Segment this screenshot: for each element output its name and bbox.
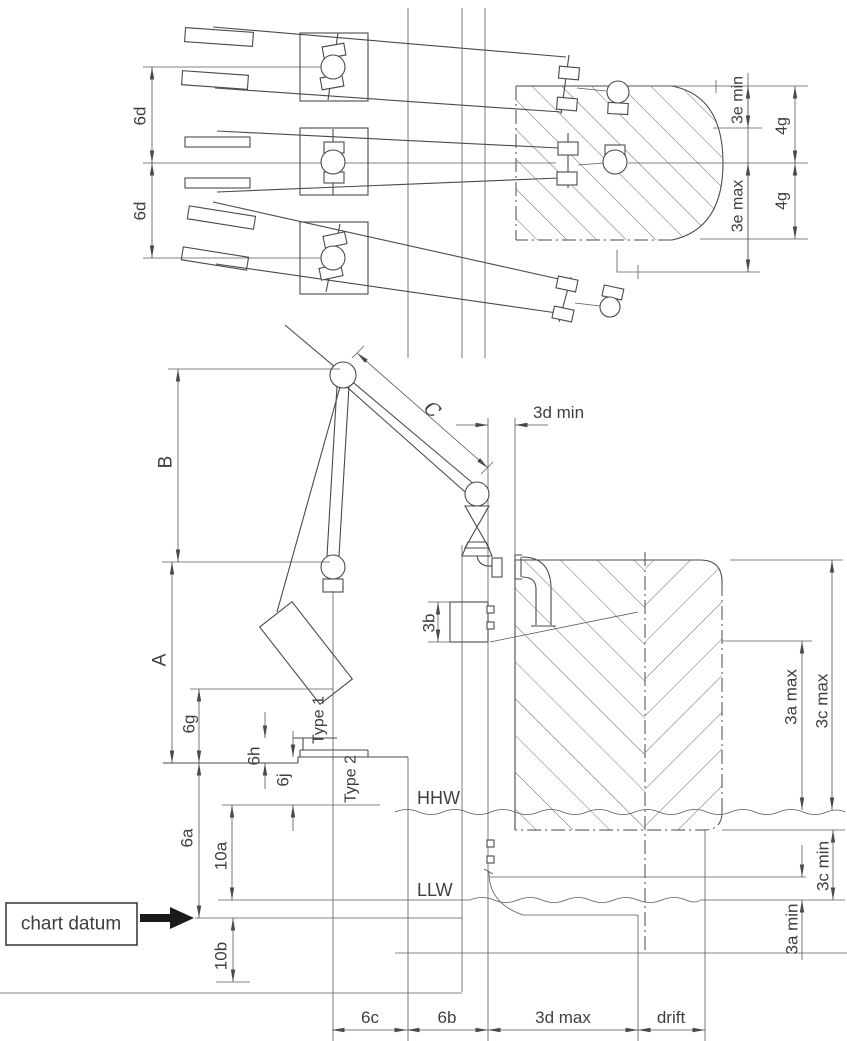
fender-block (449, 601, 489, 643)
llw-line (469, 897, 701, 903)
gap-dimensions: 3d min 3b (420, 403, 584, 643)
dim-6b-label: 6b (438, 1008, 457, 1027)
dim-6g-label: 6g (180, 715, 199, 734)
dim-6d-upper-label: 6d (131, 107, 150, 126)
water-levels: HHW LLW (0, 788, 847, 994)
dim-6d-lower-label: 6d (131, 202, 150, 221)
dim-C-label: C (419, 397, 445, 423)
bottom-dimension-chain: 6c 6b 3d max drift (332, 1008, 705, 1033)
loading-arm-plan-3 (143, 201, 760, 323)
right-dimensions: 3a max 3c max 3c min 3a min (722, 559, 845, 960)
dim-4g-upper-label: 4g (774, 117, 791, 135)
chart-datum-callout: chart datum (5, 902, 194, 946)
dim-3d-max-label: 3d max (535, 1008, 591, 1027)
dim-6h-label: 6h (245, 747, 264, 766)
chart-datum-arrow (140, 907, 194, 929)
dim-3a-max-label: 3a max (782, 669, 801, 725)
dim-3e-max-label: 3e max (730, 180, 747, 232)
light-draft-ship-outline (483, 868, 806, 916)
dim-3c-min-label: 3c min (814, 841, 833, 891)
dim-3b-label: 3b (420, 614, 439, 633)
dim-6j-label: 6j (274, 773, 293, 786)
dim-6a-label: 6a (178, 828, 197, 847)
dim-4g-lower-label: 4g (774, 192, 791, 210)
dim-10b-label: 10b (212, 942, 231, 970)
dim-3d-min-label: 3d min (533, 403, 584, 422)
dim-3e-min-label: 3e min (730, 76, 747, 124)
type-2-label: Type 2 (343, 755, 360, 803)
ship-hull-elevation (514, 559, 723, 831)
plan-view: 6d 6d 3e min 4g 3e max 4g (131, 8, 808, 358)
chart-datum-label: chart datum (21, 914, 121, 935)
elevation-view: C (0, 324, 847, 1041)
dim-drift-label: drift (657, 1008, 686, 1027)
type-1-label: Type 1 (311, 696, 328, 744)
loading-arm-plan-1 (143, 26, 630, 116)
hhw-line (394, 809, 846, 815)
dimension-manifold-rows: 3e min 4g 3e max 4g (628, 73, 808, 272)
dim-10a-label: 10a (212, 841, 231, 870)
dim-6c-label: 6c (361, 1008, 379, 1027)
dim-B-label: B (156, 456, 177, 469)
counterweight (258, 600, 354, 706)
left-dimensions: B A 6g 6h 6j 6a 10a 10b Type 1 Type 2 (150, 368, 360, 983)
dim-3a-min-label: 3a min (783, 903, 802, 954)
dimension-6d: 6d 6d (131, 67, 155, 258)
loading-arm-elevation: C (258, 324, 556, 706)
dim-A-label: A (150, 653, 171, 666)
loading-arm-plan-2 (143, 127, 628, 196)
hhw-label: HHW (417, 788, 460, 808)
dim-3c-max-label: 3c max (813, 673, 832, 728)
llw-label: LLW (417, 880, 453, 900)
